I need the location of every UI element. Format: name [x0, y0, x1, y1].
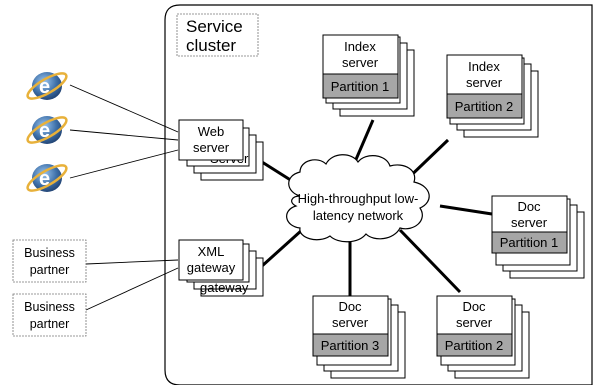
client-ie-3: e	[26, 164, 68, 192]
index-server-2-line1: Index	[468, 59, 500, 74]
business-partner-1: Business partner	[12, 239, 87, 283]
doc-server-1-partition-box	[491, 231, 568, 254]
client-ie-1: e	[26, 72, 68, 100]
doc-server-1: Doc server Partition 1	[491, 195, 585, 279]
doc-server-2: Doc server Partition 2	[436, 295, 530, 379]
client-links	[69, 84, 179, 311]
doc-server-2-line2: server	[456, 315, 493, 330]
svg-text:e: e	[39, 168, 50, 190]
business-partner-2-line2: partner	[30, 317, 70, 331]
index-server-2-line2: server	[466, 75, 503, 90]
index-server-2-partition: Partition 2	[455, 99, 514, 114]
business-partner-2: Business partner	[12, 293, 87, 337]
doc-server-3-line2: server	[332, 315, 369, 330]
index-server-2: Index server Partition 2	[446, 54, 539, 138]
business-partner-2-line1: Business	[24, 300, 75, 314]
doc-server-2-partition: Partition 2	[445, 338, 504, 353]
service-cluster-label-1: Service	[186, 17, 243, 36]
xml-gateway-line1: XML	[198, 244, 225, 259]
web-server-line1: Web	[198, 124, 225, 139]
service-cluster-label-2: cluster	[186, 36, 236, 55]
svg-text:e: e	[39, 76, 50, 98]
index-server-2-partition-box	[446, 93, 523, 119]
web-server: Server Web server	[178, 119, 264, 181]
service-cluster-label-box	[176, 13, 259, 57]
index-server-1-partition: Partition 1	[331, 79, 390, 94]
doc-server-3-partition-box	[312, 333, 389, 357]
doc-server-1-line2: server	[511, 215, 548, 230]
svg-text:e: e	[39, 120, 50, 142]
xml-gateway-shadow-text: gateway	[200, 280, 249, 295]
doc-server-3-line1: Doc	[338, 299, 362, 314]
network-label-1: High-throughput low-	[298, 191, 419, 206]
index-server-1-line1: Index	[344, 39, 376, 54]
doc-server-2-partition-box	[436, 333, 513, 357]
client-ie-2: e	[26, 116, 68, 144]
xml-gateway-line2: gateway	[187, 260, 236, 275]
index-server-1-line2: server	[342, 55, 379, 70]
doc-server-1-partition: Partition 1	[500, 235, 559, 250]
index-server-1-partition-box	[322, 73, 399, 99]
business-partner-1-line1: Business	[24, 246, 75, 260]
xml-gateway: gateway XML gateway	[178, 239, 264, 297]
doc-server-3: Doc server Partition 3	[312, 295, 406, 379]
doc-server-2-line1: Doc	[462, 299, 486, 314]
network-cloud: High-throughput low- latency network	[286, 154, 430, 243]
web-server-line2: server	[193, 140, 230, 155]
index-server-1: Index server Partition 1	[322, 34, 415, 117]
network-label-2: latency network	[313, 208, 404, 223]
doc-server-3-partition: Partition 3	[321, 338, 380, 353]
doc-server-1-line1: Doc	[517, 199, 541, 214]
business-partner-1-line2: partner	[30, 263, 70, 277]
